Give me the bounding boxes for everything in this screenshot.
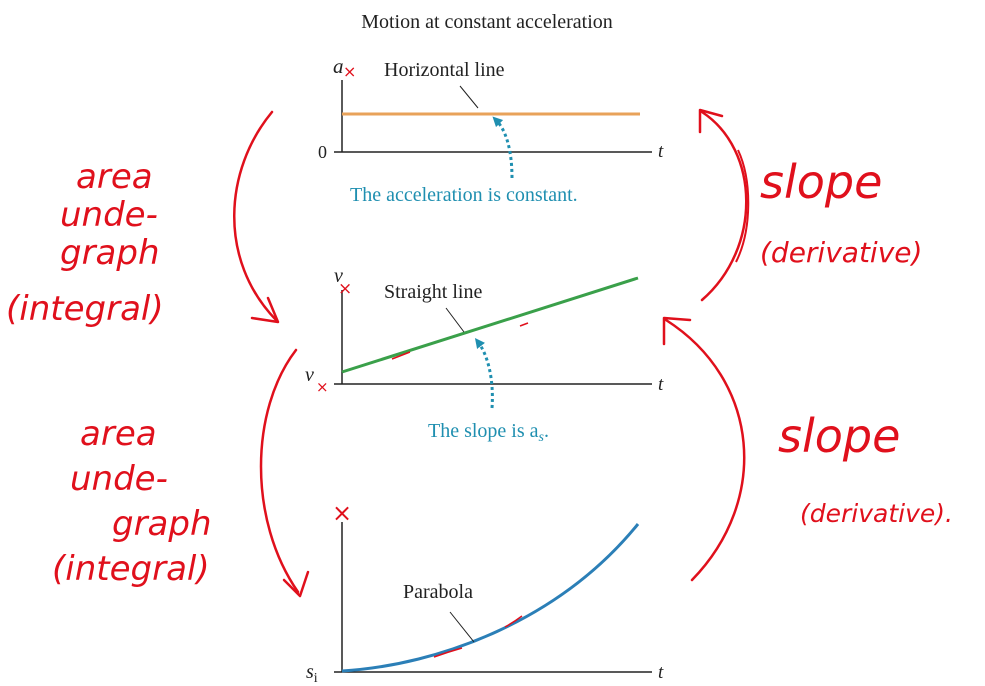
- left-bottom-curved-arrow: [259, 348, 300, 594]
- parabola-label: Parabola: [403, 581, 473, 603]
- left-bottom-note-line-3: graph: [112, 504, 212, 544]
- acceleration-y-label: a: [333, 54, 344, 78]
- left-top-note-line-1: area: [76, 157, 153, 197]
- right-top-arrow-head: [698, 108, 724, 134]
- right-top-note-line-2: (derivative): [760, 236, 922, 269]
- velocity-note-main: The slope is a: [428, 420, 539, 442]
- left-top-note-line-3: graph: [60, 233, 160, 273]
- right-top-note: slope (derivative): [760, 155, 922, 269]
- velocity-red-touch-2: [519, 322, 529, 327]
- right-bottom-note-line-2: (derivative).: [800, 499, 953, 528]
- diagram-title: Motion at constant acceleration: [361, 11, 613, 33]
- position-intercept-main: s: [306, 661, 314, 683]
- left-top-note: area unde- graph (integral): [6, 157, 164, 329]
- straight-line-label: Straight line: [384, 281, 482, 303]
- right-bottom-curved-arrow: [664, 318, 746, 582]
- velocity-note-end: .: [544, 420, 549, 442]
- position-parabola: [341, 523, 640, 673]
- left-top-arrow-head: [250, 296, 280, 324]
- acceleration-zero-label: 0: [318, 142, 327, 162]
- velocity-panel: v × v × t Straight line The slope is as.: [305, 265, 664, 445]
- acceleration-panel: a × 0 t Horizontal line The acceleration…: [318, 54, 664, 206]
- velocity-intercept-label: v: [305, 364, 314, 386]
- position-panel: × si t Parabola: [306, 499, 664, 686]
- position-y-label-mark: ×: [332, 499, 352, 527]
- right-top-paren: [735, 149, 750, 263]
- parabola-leader: [449, 611, 475, 643]
- parabola-red-touch-2: [504, 615, 523, 628]
- right-bottom-arrow-head: [662, 316, 692, 346]
- parabola-red-touch-1: [433, 647, 463, 658]
- velocity-note: The slope is as.: [428, 420, 549, 445]
- acceleration-y-label-mark: ×: [343, 62, 356, 81]
- position-intercept-sub: i: [314, 671, 318, 686]
- velocity-intercept-mark: ×: [316, 378, 329, 396]
- acceleration-note-arrow: [492, 116, 514, 179]
- left-bottom-note-line-4: (integral): [52, 549, 210, 589]
- velocity-x-label: t: [658, 374, 664, 395]
- straight-line-leader: [445, 307, 465, 333]
- position-intercept-label: si: [306, 661, 318, 686]
- right-top-curved-arrow: [700, 110, 748, 302]
- left-bottom-arrow-head: [282, 570, 310, 598]
- left-bottom-note-line-1: area: [80, 414, 157, 454]
- acceleration-note: The acceleration is constant.: [350, 184, 578, 206]
- velocity-straight-line: [341, 276, 639, 374]
- left-top-note-line-4: (integral): [6, 289, 164, 329]
- velocity-y-label: v: [334, 265, 343, 287]
- left-top-note-line-2: unde-: [60, 195, 158, 235]
- right-bottom-note: slope (derivative).: [778, 409, 953, 528]
- velocity-note-arrow: [474, 338, 494, 409]
- left-top-curved-arrow: [233, 110, 278, 322]
- left-bottom-note: area unde- graph (integral): [52, 414, 212, 589]
- velocity-red-touch-1: [391, 351, 411, 360]
- handwritten-arrows: [233, 108, 748, 598]
- velocity-y-label-mark: ×: [338, 279, 352, 299]
- right-top-note-line-1: slope: [760, 155, 882, 209]
- position-x-label: t: [658, 662, 664, 683]
- right-bottom-note-line-1: slope: [778, 409, 900, 463]
- left-bottom-note-line-2: unde-: [70, 459, 168, 499]
- acceleration-x-label: t: [658, 141, 664, 162]
- velocity-note-sub: s: [539, 430, 545, 445]
- horizontal-line-leader: [459, 85, 479, 109]
- horizontal-line-label: Horizontal line: [384, 59, 505, 81]
